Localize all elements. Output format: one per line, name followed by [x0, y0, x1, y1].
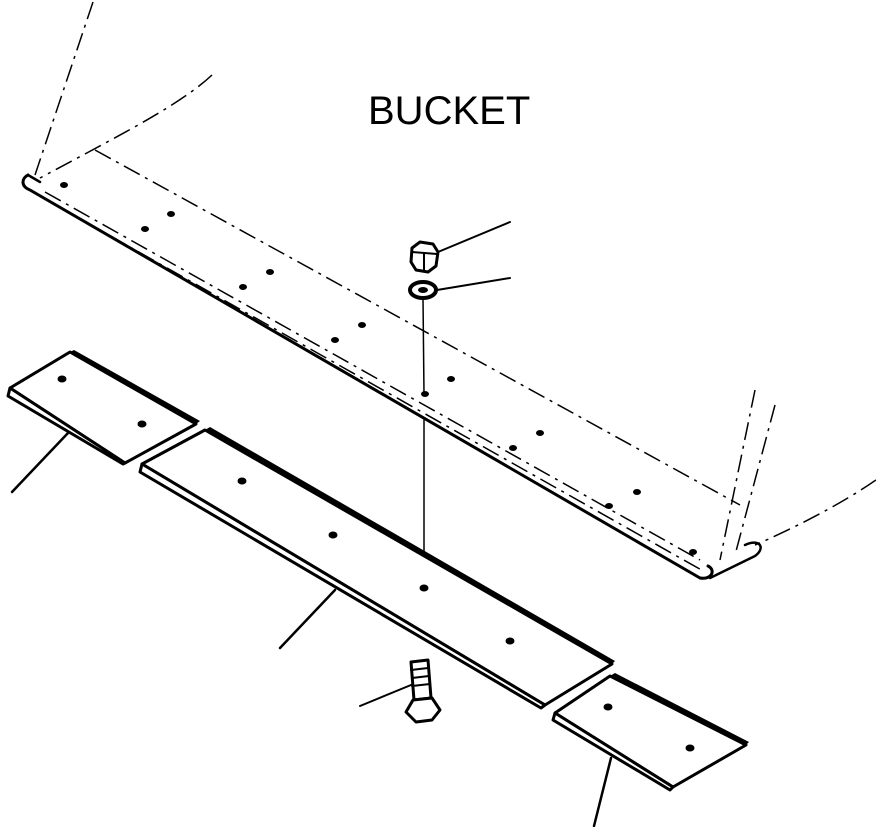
nut-leader-line	[437, 221, 511, 253]
plow-bolt	[404, 658, 442, 724]
bucket-lip	[21, 173, 762, 580]
bolt-axis-upper	[422, 297, 425, 395]
washer-leader-line	[436, 277, 511, 291]
bucket-title: BUCKET	[368, 89, 530, 133]
hex-nut	[409, 240, 440, 274]
center-edge-leader-line	[278, 588, 337, 650]
washer	[408, 280, 438, 300]
right-end-bit	[551, 673, 749, 792]
left-end-bit	[6, 350, 200, 466]
bolt-leader-line	[359, 684, 412, 707]
right-bit-leader-line	[592, 756, 613, 827]
left-bit-leader-line	[10, 431, 70, 494]
center-cutting-edge	[138, 427, 615, 710]
